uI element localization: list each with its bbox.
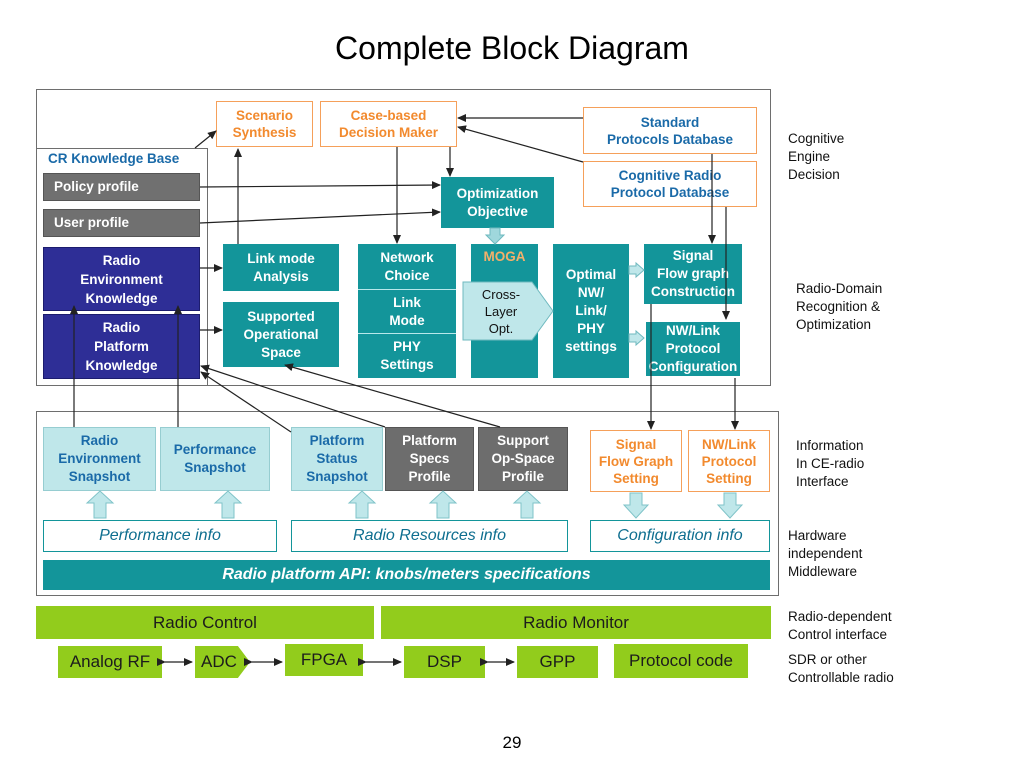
adc-box [195, 646, 250, 678]
performance-info-bar: Performance info [43, 520, 277, 552]
link-mode-analysis-box: Link mode Analysis [223, 244, 339, 291]
nw-link-protocol-setting-box: NW/Link Protocol Setting [688, 430, 770, 492]
information-interface-label: Information In CE-radio Interface [796, 438, 865, 489]
cross-layer-label: Cross- Layer Opt. [481, 286, 521, 336]
user-profile-box: User profile [43, 209, 200, 237]
supported-operational-space-box: Supported Operational Space [223, 302, 339, 367]
performance-snapshot-box: Performance Snapshot [160, 427, 270, 491]
fpga-box: FPGA [285, 644, 363, 676]
gpp-box: GPP [517, 646, 598, 678]
support-op-space-profile-box: Support Op-Space Profile [478, 427, 568, 491]
signal-flow-graph-setting-box: Signal Flow Graph Setting [590, 430, 682, 492]
hardware-independent-label: Hardware independent Middleware [788, 528, 863, 579]
radio-platform-knowledge-box: Radio Platform Knowledge [43, 314, 200, 379]
radio-resources-info-bar: Radio Resources info [291, 520, 568, 552]
protocol-code-box: Protocol code [614, 644, 748, 678]
platform-specs-profile-box: Platform Specs Profile [385, 427, 474, 491]
radio-domain-label: Radio-Domain Recognition & Optimization [796, 281, 883, 332]
standard-protocols-database-box: Standard Protocols Database [583, 107, 757, 154]
page-number: 29 [502, 733, 522, 752]
network-link-phy-stack [358, 244, 456, 378]
phy-settings-box: PHY Settings [358, 333, 456, 378]
radio-platform-api-bar: Radio platform API: knobs/meters specifi… [43, 560, 770, 590]
moga-label: MOGA [483, 249, 526, 264]
adc-label: ADC [201, 652, 237, 671]
dsp-box: DSP [404, 646, 485, 678]
sdr-label: SDR or other Controllable radio [788, 652, 894, 685]
optimal-settings-box: Optimal NW/ Link/ PHY settings [553, 244, 629, 378]
configuration-info-bar: Configuration info [590, 520, 770, 552]
scenario-synthesis-box: Scenario Synthesis [216, 101, 313, 147]
analog-rf-box: Analog RF [58, 646, 162, 678]
optimization-objective-box: Optimization Objective [441, 177, 554, 228]
radio-environment-knowledge-box: Radio Environment Knowledge [43, 247, 200, 311]
radio-monitor-bar: Radio Monitor [381, 606, 771, 639]
signal-flow-graph-construction-box: Signal Flow graph Construction [644, 244, 742, 304]
cognitive-radio-protocol-database-box: Cognitive Radio Protocol Database [583, 161, 757, 207]
nw-link-protocol-configuration-box: NW/Link Protocol Configuration [644, 320, 742, 378]
cognitive-engine-decision-label: Cognitive Engine Decision [788, 131, 845, 182]
page-title: Complete Block Diagram [335, 30, 689, 66]
radio-control-bar: Radio Control [36, 606, 374, 639]
knowledge-base-title: CR Knowledge Base [48, 151, 180, 166]
case-based-decision-maker-box: Case-based Decision Maker [320, 101, 457, 147]
radio-environment-snapshot-box: Radio Environment Snapshot [43, 427, 156, 491]
policy-profile-box: Policy profile [43, 173, 200, 201]
radio-dependent-label: Radio-dependent Control interface [788, 609, 892, 642]
platform-status-snapshot-box: Platform Status Snapshot [291, 427, 383, 491]
network-choice-box: Network Choice [380, 249, 434, 283]
link-mode-box: Link Mode [358, 289, 456, 333]
knowledge-base-frame [36, 148, 208, 386]
